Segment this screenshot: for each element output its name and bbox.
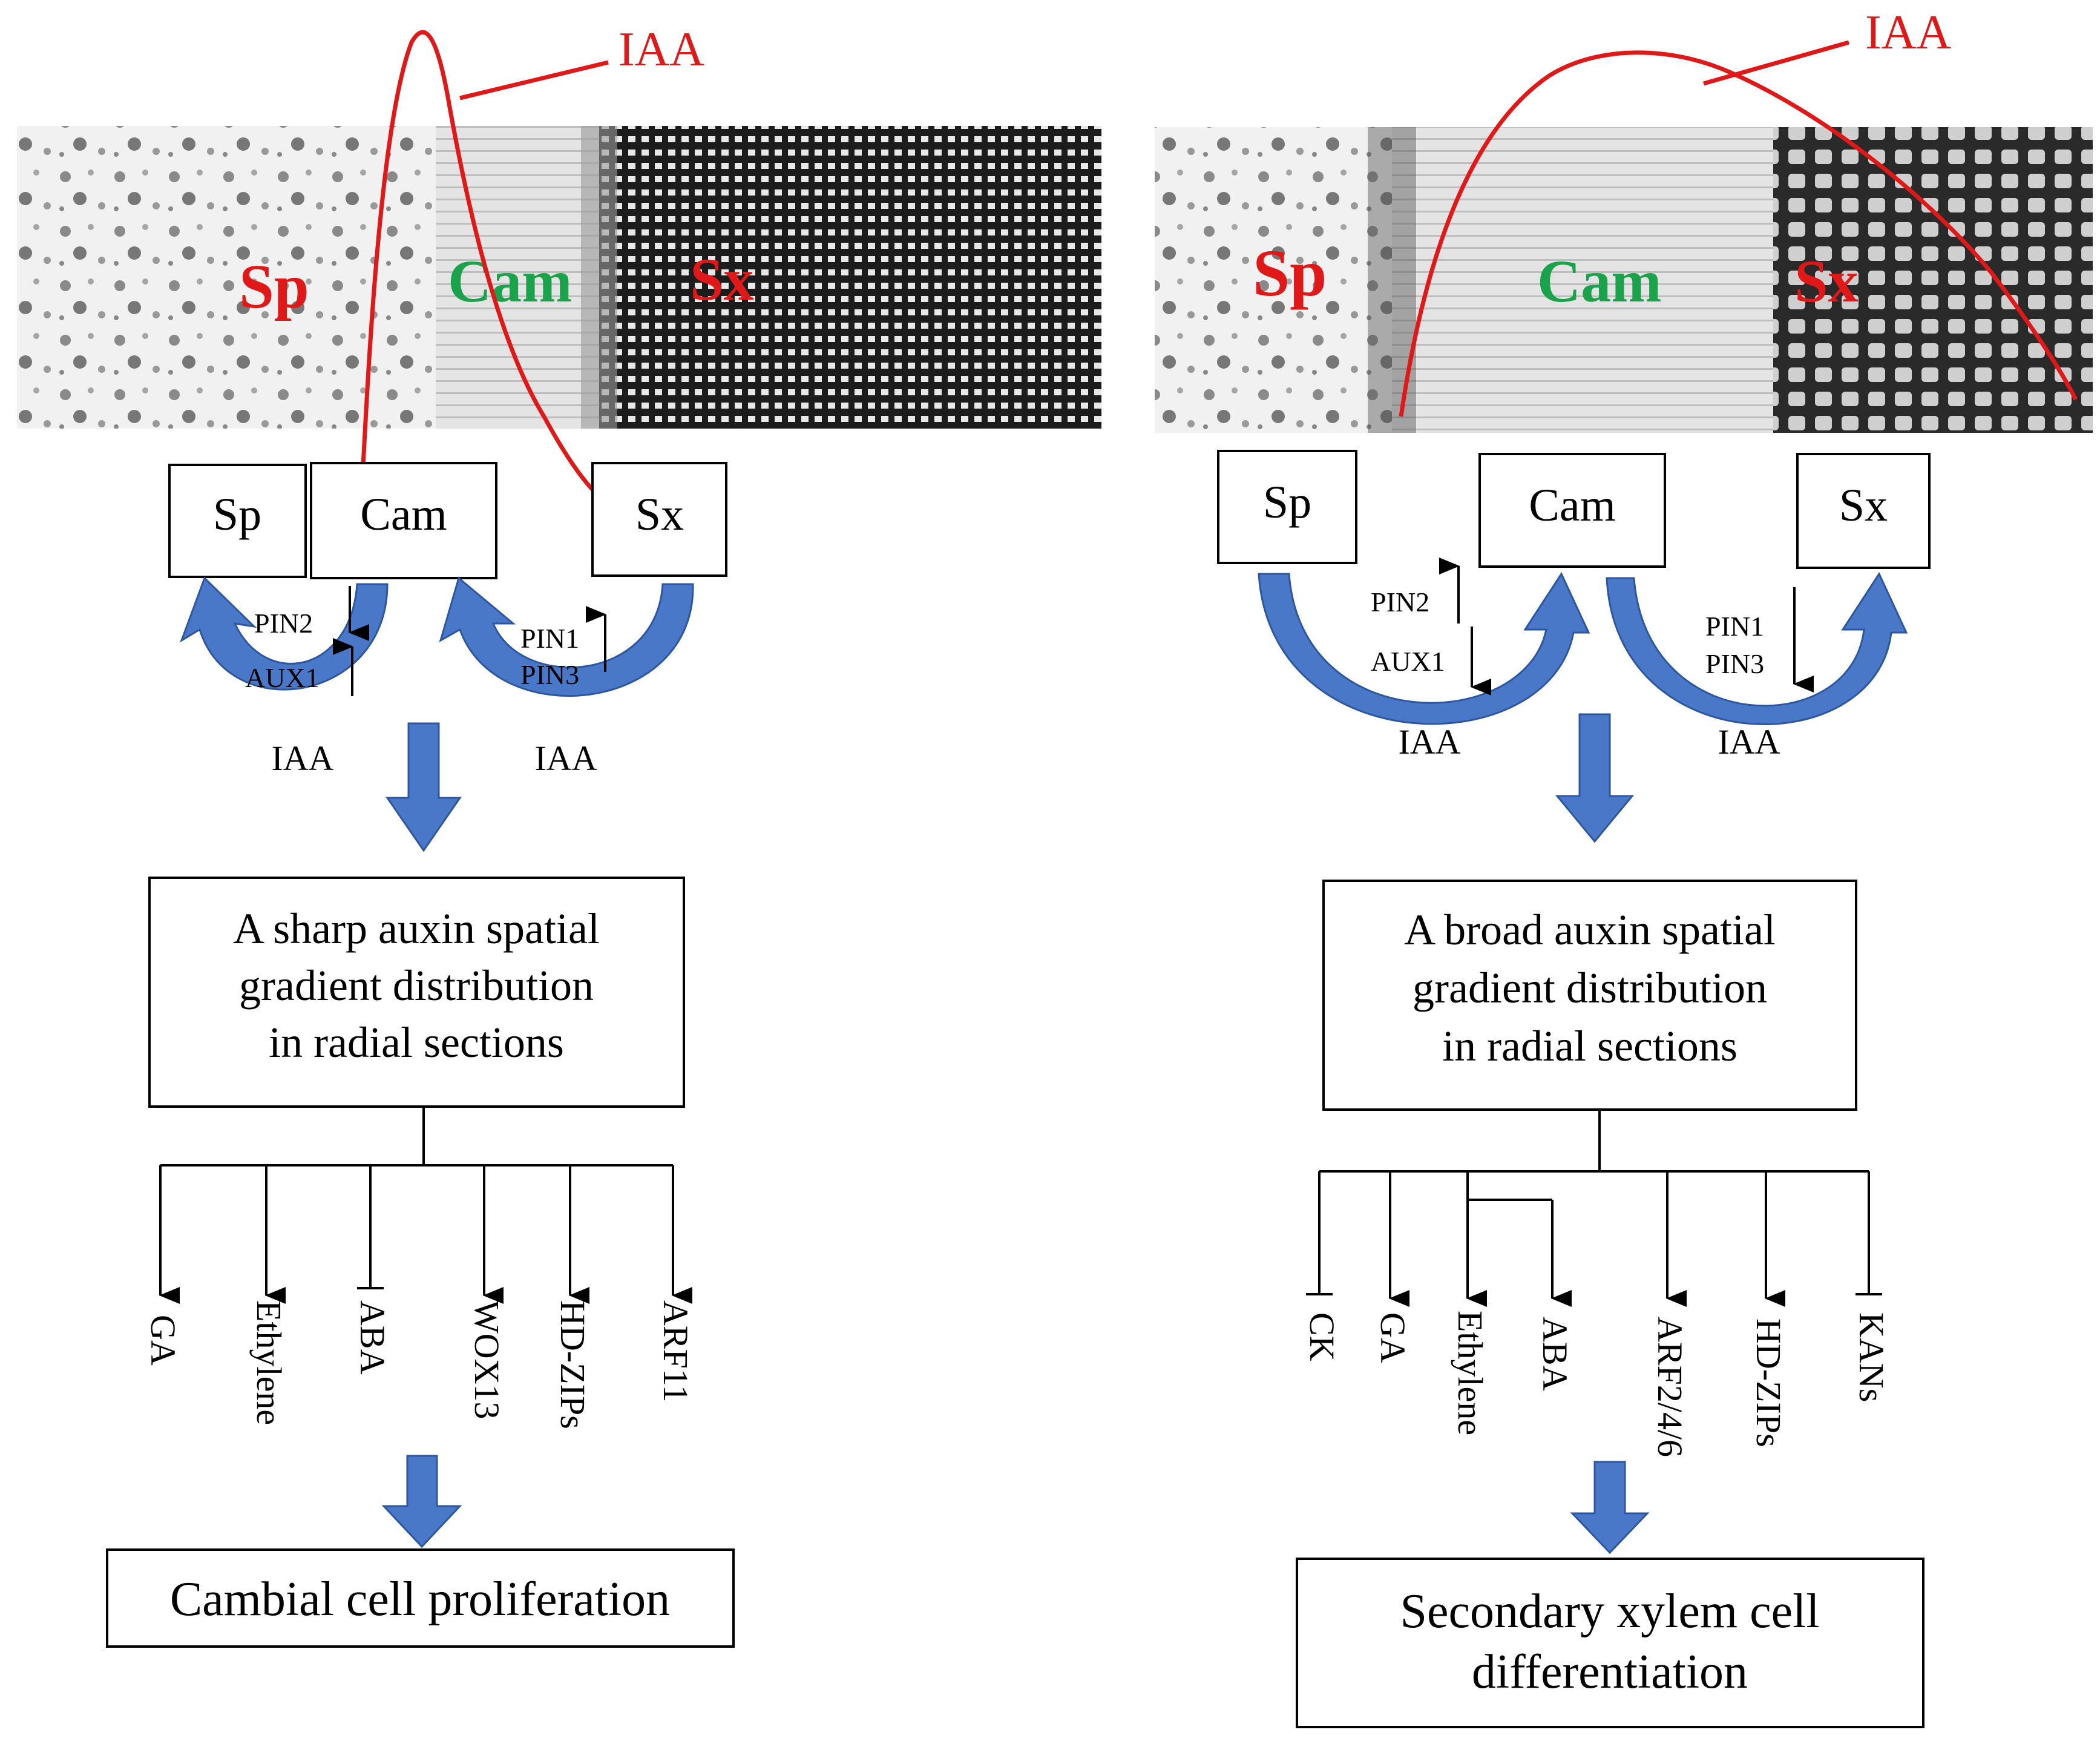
right-panel: Sp Cam Sx IAA Sp Cam Sx PIN2 AUX1 PIN1 P… [1155,6,2093,1728]
left-flux-arrow-sx-to-cam [439,576,694,697]
left-micrograph [17,126,1101,429]
left-gradient-line-2: gradient distribution [239,961,594,1010]
right-flux-arrow-cam-to-sx [1606,571,1908,725]
right-box-sp [1217,450,1357,564]
right-aux1-label: AUX1 [1371,646,1445,677]
left-iaa-leader [459,60,609,100]
right-pin1-label: PIN1 [1705,611,1764,642]
left-down-arrow-1 [386,722,462,852]
left-outcome-box [106,1548,735,1648]
right-pin2-label: PIN2 [1371,587,1429,617]
left-pin2-label: PIN2 [254,608,313,639]
left-flux-label-2: IAA [534,739,597,778]
left-box-cam [310,462,497,579]
right-gradient-line-3: in radial sections [1442,1022,1737,1070]
right-down-arrow-1 [1555,713,1635,843]
right-box-cam-label: Cam [1529,480,1616,531]
left-down-arrow-2 [381,1455,462,1548]
right-box-sx-label: Sx [1839,480,1888,531]
left-target-aba: ABA [353,1300,392,1375]
left-zone-sx-label: Sx [690,246,754,313]
left-flux-arrow-cam-to-sp [180,576,389,691]
right-box-cam [1478,453,1666,568]
left-aux1-label: AUX1 [245,662,320,693]
right-gradient-line-2: gradient distribution [1413,964,1767,1012]
right-gradient-line-1: A broad auxin spatial [1404,906,1776,954]
left-box-sx-label: Sx [635,489,684,540]
right-box-sx [1796,453,1931,569]
right-flux-label-1: IAA [1398,722,1460,762]
left-target-ga: GA [143,1315,183,1366]
left-iaa-title: IAA [619,23,704,76]
right-zone-sx-label: Sx [1794,248,1859,315]
left-branch-tree [159,1107,692,1304]
right-target-kans: KANs [1852,1312,1891,1402]
left-iaa-curve [361,30,598,495]
left-target-hd-zips: HD-ZIPs [553,1300,592,1429]
left-outcome-label: Cambial cell proliferation [170,1573,670,1626]
right-target-hd-zips: HD-ZIPs [1749,1318,1788,1447]
right-down-arrow-2 [1570,1461,1650,1555]
right-zone-sp-label: Sp [1253,236,1327,310]
left-zone-cam-label: Cam [448,248,573,315]
left-box-sx [591,462,727,577]
right-target-ga: GA [1373,1312,1413,1363]
left-gradient-box [148,877,685,1108]
right-iaa-curve [1399,50,2078,417]
left-gradient-line-3: in radial sections [269,1018,564,1067]
left-box-sp-label: Sp [213,489,261,540]
left-target-arf11: ARF11 [656,1300,695,1403]
left-pin1-label: PIN1 [520,623,579,654]
right-zone-cam-label: Cam [1537,248,1662,315]
right-target-ck: CK [1302,1312,1342,1361]
right-gradient-box [1322,880,1857,1111]
right-target-aba: ABA [1535,1317,1575,1391]
left-target-wox13: WOX13 [467,1300,507,1420]
left-flux-label-1: IAA [271,739,333,778]
right-target-arf2-4-6: ARF2/4/6 [1650,1317,1690,1457]
left-zone-sp-label: Sp [239,252,309,321]
left-pin3-label: PIN3 [520,659,579,690]
right-iaa-leader [1703,40,1849,86]
right-pin3-label: PIN3 [1705,648,1764,679]
right-micrograph [1155,127,2093,433]
right-outcome-line-1: Secondary xylem cell [1400,1585,1819,1638]
right-branch-tree [1306,1110,1882,1307]
left-box-cam-label: Cam [360,489,447,540]
right-box-sp-label: Sp [1263,477,1311,528]
right-target-ethylene: Ethylene [1451,1311,1490,1435]
right-flux-label-2: IAA [1718,722,1780,762]
left-panel: Sp Cam Sx IAA Sp Cam Sx PIN2 AUX1 PIN1 P… [17,23,1101,1648]
left-gradient-line-1: A sharp auxin spatial [233,904,600,953]
left-box-sp [168,464,307,578]
right-outcome-box [1296,1558,1924,1728]
right-flux-arrow-sp-to-cam [1258,571,1590,725]
right-iaa-title: IAA [1865,6,1951,59]
left-target-ethylene: Ethylene [249,1300,289,1425]
right-outcome-line-2: differentiation [1472,1645,1748,1699]
